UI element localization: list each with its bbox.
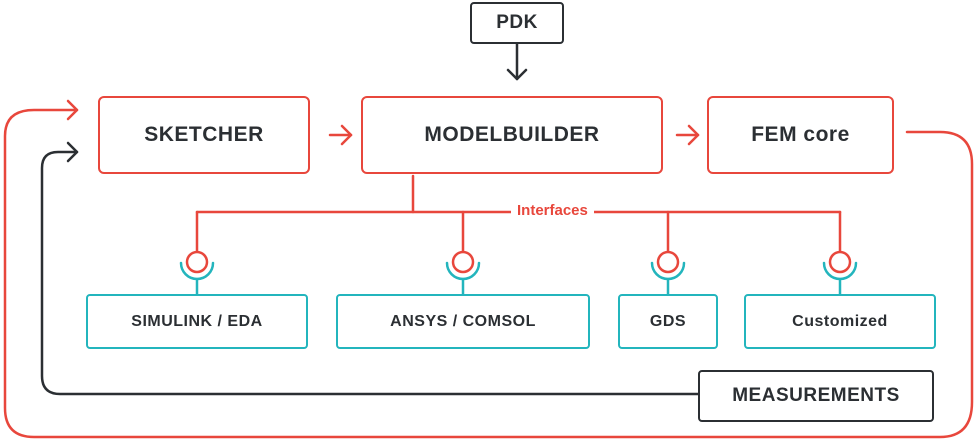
fem-core-box: FEM core [707, 96, 894, 174]
modelbuilder-box: MODELBUILDER [361, 96, 663, 174]
interface-gds: GDS [618, 294, 718, 349]
interface-ansys-comsol: ANSYS / COMSOL [336, 294, 590, 349]
interfaces-bus [185, 174, 852, 274]
pdk-arrow [506, 42, 528, 81]
fem-feedback-loop [3, 99, 974, 439]
measurements-feedback-loop [40, 141, 700, 396]
pdk-box: PDK [470, 2, 564, 44]
interface-sockets [179, 261, 858, 296]
interfaces-label: Interfaces [511, 202, 594, 219]
sketcher-to-modelbuilder-arrow [328, 124, 353, 146]
interface-customized: Customized [744, 294, 936, 349]
sketcher-box: SKETCHER [98, 96, 310, 174]
measurements-box: MEASUREMENTS [698, 370, 934, 422]
modelbuilder-to-fem-arrow [675, 124, 700, 146]
interface-simulink-eda: SIMULINK / EDA [86, 294, 308, 349]
